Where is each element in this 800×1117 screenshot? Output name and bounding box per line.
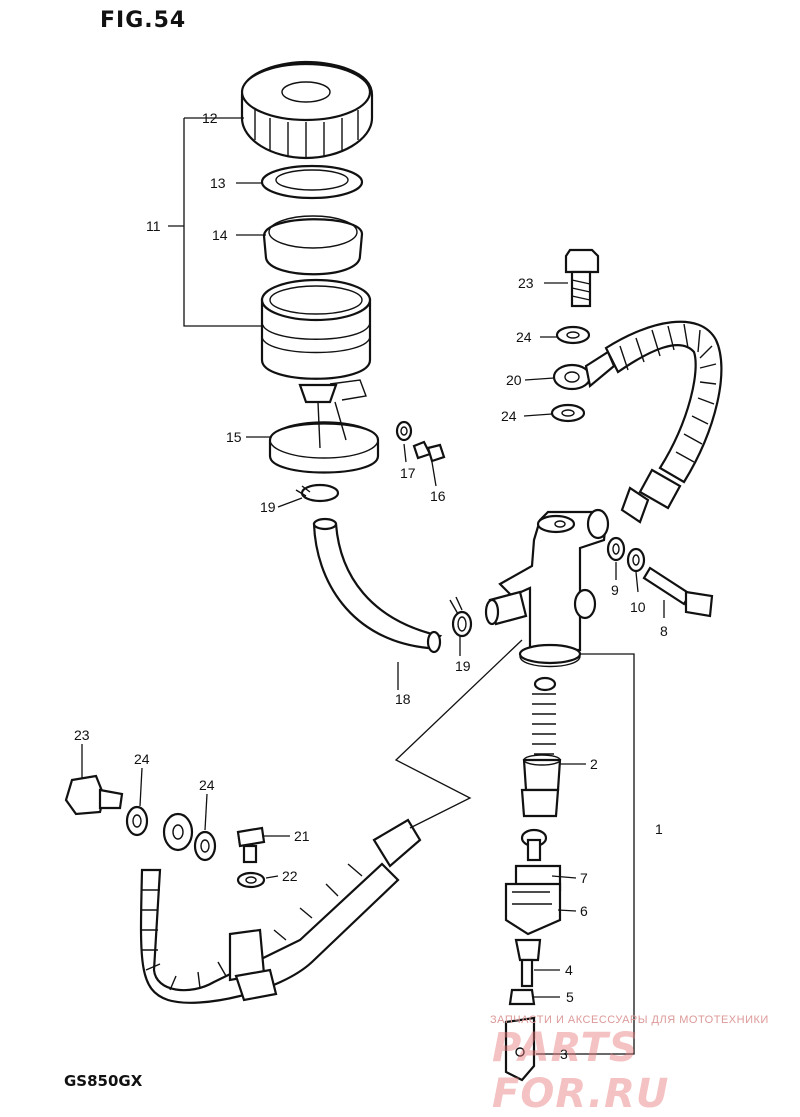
diaphragm	[262, 215, 364, 276]
hose-clamp-upper	[295, 483, 340, 503]
piston	[520, 788, 560, 818]
callout-19-upper: 19	[260, 499, 276, 515]
callout-12: 12	[202, 110, 218, 126]
lower-brake-hose	[139, 818, 422, 1004]
callout-6: 6	[580, 903, 588, 919]
callout-19-lower: 19	[455, 658, 471, 674]
callout-10: 10	[630, 599, 646, 615]
callout-13: 13	[210, 175, 226, 191]
reservoir-cap	[240, 60, 374, 160]
dust-boot	[504, 882, 562, 936]
clevis	[504, 1016, 536, 1082]
callout-24-lower-1: 24	[134, 751, 150, 767]
hose-union-fitting	[552, 350, 616, 391]
reservoir-bolt	[412, 440, 446, 463]
callout-17: 17	[400, 465, 416, 481]
callout-20: 20	[506, 372, 522, 388]
gasket-upper-1	[555, 325, 591, 345]
callout-1: 1	[655, 821, 663, 837]
callout-23-lower: 23	[74, 727, 90, 743]
callout-16: 16	[430, 488, 446, 504]
callout-11: 11	[146, 218, 161, 234]
piston-cup	[522, 754, 562, 792]
union-bolt-upper	[564, 248, 600, 308]
push-rod	[514, 938, 542, 988]
washer-10	[626, 547, 646, 573]
gasket-upper-2	[550, 403, 586, 423]
callout-22: 22	[282, 868, 298, 884]
callout-24-upper-1: 24	[516, 329, 532, 345]
mounting-bolt	[642, 566, 714, 618]
reservoir-hose	[312, 517, 443, 654]
bracket-bolt	[236, 826, 266, 864]
leader-lines	[81, 117, 665, 1055]
callout-24-lower-2: 24	[199, 777, 215, 793]
callout-4: 4	[565, 962, 573, 978]
callout-14: 14	[212, 227, 228, 243]
callout-9: 9	[611, 582, 619, 598]
callout-8: 8	[660, 623, 668, 639]
master-cylinder-body	[498, 508, 610, 668]
callout-24-upper-2: 24	[501, 408, 517, 424]
gasket-lower-1	[125, 805, 149, 837]
reservoir-washer	[395, 420, 413, 442]
callout-2: 2	[590, 756, 598, 772]
lock-nut	[508, 988, 536, 1006]
diaphragm-plate	[260, 164, 364, 200]
push-rod-assembly	[520, 828, 548, 862]
callout-23-upper: 23	[518, 275, 534, 291]
inlet-fitting	[484, 590, 528, 626]
lower-hose-union	[162, 812, 194, 852]
callout-18: 18	[395, 691, 411, 707]
callout-21: 21	[294, 828, 310, 844]
reservoir-bracket	[268, 401, 380, 474]
watermark-logo: PARTS FOR.RU	[492, 1025, 670, 1117]
callout-15: 15	[226, 429, 242, 445]
callout-5: 5	[566, 989, 574, 1005]
figure-title: FIG.54	[100, 8, 187, 33]
callout-3: 3	[560, 1046, 568, 1062]
reservoir-body	[260, 278, 372, 404]
model-code: GS850GX	[64, 1072, 143, 1090]
union-bolt-lower	[64, 774, 124, 816]
callout-labels: 12 13 11 14 15 17 16 19 19 18 23 24 20 2…	[74, 110, 668, 1062]
gasket-lower-2	[193, 830, 217, 862]
hose-clamp-lower	[449, 596, 473, 638]
callout-7: 7	[580, 870, 588, 886]
bracket-washer	[236, 871, 266, 889]
upper-brake-hose	[604, 320, 723, 524]
piston-spring	[532, 676, 557, 755]
watermark-text: ЗАПЧАСТИ И АКСЕССУАРЫ ДЛЯ МОТОТЕХНИКИ	[490, 1014, 769, 1026]
washer-9	[606, 536, 626, 562]
